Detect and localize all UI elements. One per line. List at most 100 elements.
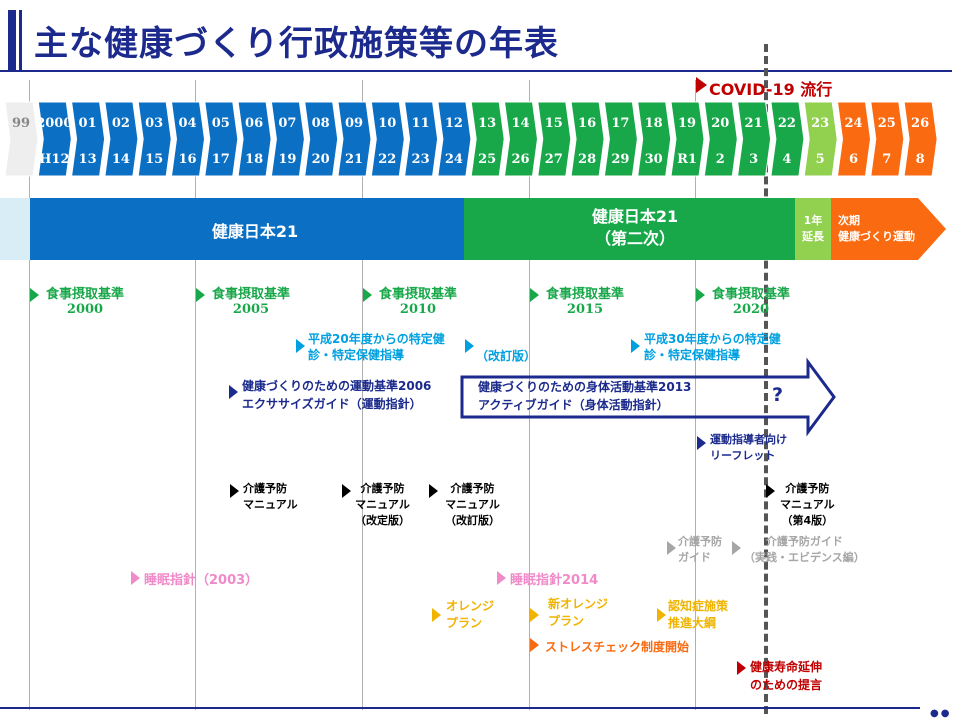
care-manual-3-line1: 介護予防	[450, 482, 495, 495]
year-chevron-shape	[404, 101, 439, 177]
year-label-western: 04	[178, 116, 196, 131]
new-orange-plan-line1: 新オレンジ	[548, 597, 609, 611]
year-chevron-shape	[737, 101, 772, 177]
question-mark: ?	[772, 384, 784, 406]
longevity-label: 健康寿命延伸 のための提言	[750, 658, 822, 694]
year-label-western: 06	[245, 116, 263, 131]
checkup-revised-marker-icon	[465, 339, 474, 353]
care-guide-ev-marker-icon	[732, 541, 741, 555]
year-chevron-shape	[670, 101, 705, 177]
year-chevron-shape	[470, 101, 505, 177]
year-label-western: 2000	[36, 116, 72, 131]
year-label-western: 11	[412, 116, 430, 131]
year-label-western: 21	[745, 116, 763, 131]
year-label-japanese: 3	[749, 152, 758, 167]
era-second-label-line1: 健康日本21	[591, 207, 679, 226]
dementia-line1: 認知症施策	[668, 599, 729, 613]
year-chevron-shape	[603, 101, 638, 177]
year-chevron-shape	[903, 101, 938, 177]
year-chevron-shape	[337, 101, 372, 177]
year-label-western: 99	[12, 116, 30, 131]
era-first-label: 健康日本21	[211, 222, 299, 241]
sleep-2003-label: 睡眠指針（2003）	[144, 573, 259, 588]
care-manual-4-line2: マニュアル	[780, 498, 835, 511]
care-manual-2-label: 介護予防 マニュアル （改定版）	[355, 481, 410, 529]
year-guide-2005	[195, 80, 196, 710]
era-extension-label-line1: 1年	[803, 214, 823, 227]
year-chevron-shape	[304, 101, 339, 177]
year-label-western: 15	[545, 116, 563, 131]
era-first-band	[30, 198, 464, 260]
title-bar: 主な健康づくり行政施策等の年表	[8, 8, 952, 70]
year-label-japanese: 20	[312, 152, 330, 167]
checkup-h30-line2: 診・特定保健指導	[644, 348, 741, 362]
year-label-western: 18	[645, 116, 663, 131]
year-label-japanese: 22	[378, 152, 396, 167]
year-chevron-shape	[770, 101, 805, 177]
year-chevron-shape	[370, 101, 405, 177]
orange-plan-marker-icon	[432, 608, 441, 622]
year-guide-2020	[695, 80, 696, 710]
era-extension-label-line2: 延長	[802, 230, 824, 243]
year-label-japanese: 26	[511, 152, 529, 167]
diet-2020-label: 食事摂取基準 2020	[712, 283, 790, 317]
covid-label: COVID-19 流行	[709, 80, 833, 99]
care-manual-1-line1: 介護予防	[243, 482, 287, 495]
year-label-western: 26	[911, 116, 929, 131]
longevity-marker-icon	[737, 661, 746, 675]
era-second-label-line2: （第二次）	[594, 229, 675, 248]
care-guide-line2: ガイド	[678, 551, 711, 564]
footer-dots-icon: ●●	[930, 708, 952, 719]
care-manual-1-label: 介護予防 マニュアル	[243, 481, 298, 513]
orange-plan-line2: プラン	[446, 616, 483, 630]
year-label-japanese: 7	[882, 152, 891, 167]
covid-flag-icon	[696, 77, 707, 93]
era-next-label-line1: 次期	[838, 214, 860, 227]
year-label-japanese: 28	[578, 152, 596, 167]
year-chevron: 246	[836, 101, 872, 177]
diet-2020-marker-icon	[696, 288, 705, 302]
year-label-japanese: 4	[782, 152, 791, 167]
year-label-japanese: 30	[645, 152, 663, 167]
care-manual-4-label: 介護予防 マニュアル （第4版）	[780, 481, 835, 529]
year-chevron: 99	[4, 101, 39, 177]
year-chevron-shape	[270, 101, 305, 177]
year-label-western: 24	[844, 116, 862, 131]
year-label-western: 03	[145, 116, 163, 131]
year-label-western: 08	[312, 116, 330, 131]
exercise-2006-line2: エクササイズガイド（運動指針）	[242, 397, 422, 411]
dementia-label: 認知症施策 推進大綱	[668, 598, 728, 632]
title-underline	[0, 70, 952, 72]
year-label-japanese: 8	[916, 152, 925, 167]
year-label-western: 17	[611, 116, 629, 131]
current-year-marker	[764, 44, 768, 714]
dementia-line2: 推進大綱	[668, 616, 717, 630]
year-label-western: 02	[112, 116, 130, 131]
year-chevron-shape	[570, 101, 605, 177]
care-manual-2-line3: （改定版）	[355, 514, 410, 527]
year-chevron-shape	[637, 101, 672, 177]
era-pre-band	[0, 198, 30, 260]
care-manual-4-line1: 介護予防	[785, 482, 830, 495]
year-label-western: 01	[79, 116, 97, 131]
diet-2010-title: 食事摂取基準	[379, 287, 458, 302]
year-label-japanese: 15	[145, 152, 163, 167]
year-chevron-shape	[170, 101, 206, 177]
leaflet-marker-icon	[697, 436, 706, 450]
checkup-h20-label: 平成20年度からの特定健 診・特定保健指導	[308, 331, 445, 363]
year-label-western: 10	[378, 116, 396, 131]
year-label-japanese: 21	[345, 152, 363, 167]
year-label-japanese: 2	[716, 152, 725, 167]
diet-2000-title: 食事摂取基準	[46, 287, 125, 302]
checkup-h20-line1: 平成20年度からの特定健	[308, 332, 445, 346]
